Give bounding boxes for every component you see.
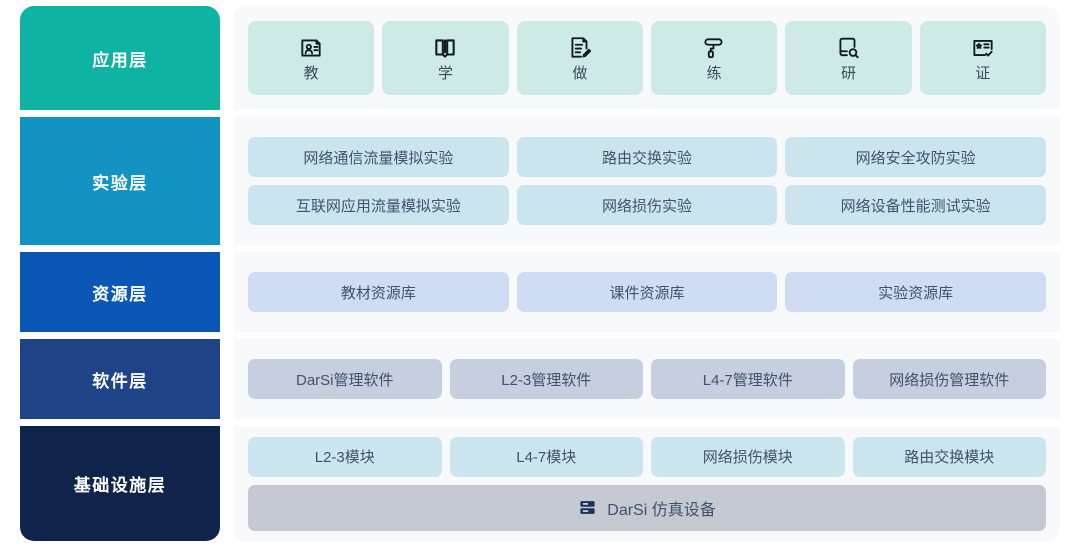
infrastructure-module-tile[interactable]: L2-3模块 bbox=[248, 436, 442, 477]
application-tile-row: 教 学 bbox=[248, 21, 1046, 95]
layer-label-resource: 资源层 bbox=[20, 252, 220, 332]
app-tile-learn[interactable]: 学 bbox=[382, 21, 509, 95]
app-tile-label: 证 bbox=[975, 65, 991, 82]
infrastructure-module-tile[interactable]: 路由交换模块 bbox=[852, 436, 1046, 477]
layer-experiment: 实验层 网络通信流量模拟实验 路由交换实验 网络安全攻防实验 互联网应用流量模拟… bbox=[20, 117, 1060, 245]
resource-tile[interactable]: 课件资源库 bbox=[516, 272, 778, 312]
server-icon bbox=[578, 498, 597, 517]
document-pencil-icon bbox=[567, 35, 593, 61]
paint-roller-icon bbox=[701, 35, 727, 61]
infrastructure-module-tile[interactable]: 网络损伤模块 bbox=[651, 436, 845, 477]
app-tile-label: 做 bbox=[572, 65, 588, 82]
resource-tile-row: 教材资源库 课件资源库 实验资源库 bbox=[248, 272, 1047, 312]
software-tile[interactable]: L4-7管理软件 bbox=[651, 359, 845, 399]
layer-infrastructure: 基础设施层 L2-3模块 L4-7模块 网络损伤模块 路由交换模块 DarSi … bbox=[20, 426, 1060, 541]
layer-body-application: 教 学 bbox=[234, 6, 1060, 110]
layer-software: 软件层 DarSi管理软件 L2-3管理软件 L4-7管理软件 网络损伤管理软件 bbox=[20, 339, 1060, 419]
software-tile-row: DarSi管理软件 L2-3管理软件 L4-7管理软件 网络损伤管理软件 bbox=[248, 359, 1046, 399]
experiment-tile[interactable]: 网络设备性能测试实验 bbox=[785, 185, 1047, 225]
layer-body-software: DarSi管理软件 L2-3管理软件 L4-7管理软件 网络损伤管理软件 bbox=[234, 339, 1060, 419]
darsi-device-bar[interactable]: DarSi 仿真设备 bbox=[248, 484, 1046, 531]
app-tile-label: 教 bbox=[303, 65, 319, 82]
layer-body-infrastructure: L2-3模块 L4-7模块 网络损伤模块 路由交换模块 DarSi 仿真设备 bbox=[234, 426, 1060, 541]
experiment-tile-row-1: 网络通信流量模拟实验 路由交换实验 网络安全攻防实验 bbox=[248, 137, 1047, 177]
infrastructure-module-row: L2-3模块 L4-7模块 网络损伤模块 路由交换模块 bbox=[248, 436, 1046, 477]
layer-label-experiment: 实验层 bbox=[20, 117, 220, 245]
app-tile-research[interactable]: 研 bbox=[785, 21, 912, 95]
teaching-card-icon bbox=[298, 35, 324, 61]
app-tile-do[interactable]: 做 bbox=[516, 21, 643, 95]
darsi-device-label: DarSi 仿真设备 bbox=[607, 501, 716, 519]
experiment-tile[interactable]: 互联网应用流量模拟实验 bbox=[248, 185, 509, 225]
layer-application: 应用层 教 bbox=[20, 6, 1060, 110]
app-tile-label: 学 bbox=[437, 65, 453, 82]
layer-label-software: 软件层 bbox=[20, 339, 220, 419]
document-search-icon bbox=[835, 35, 861, 61]
infrastructure-module-tile[interactable]: L4-7模块 bbox=[449, 436, 643, 477]
experiment-tile-row-2: 互联网应用流量模拟实验 网络损伤实验 网络设备性能测试实验 bbox=[248, 185, 1047, 225]
experiment-tile[interactable]: 路由交换实验 bbox=[516, 137, 778, 177]
software-tile[interactable]: DarSi管理软件 bbox=[248, 359, 442, 399]
certificate-check-icon bbox=[970, 35, 996, 61]
experiment-tile[interactable]: 网络损伤实验 bbox=[516, 185, 778, 225]
resource-tile[interactable]: 实验资源库 bbox=[785, 272, 1047, 312]
app-tile-teach[interactable]: 教 bbox=[248, 21, 375, 95]
layer-body-resource: 教材资源库 课件资源库 实验资源库 bbox=[234, 252, 1060, 332]
experiment-tile[interactable]: 网络安全攻防实验 bbox=[785, 137, 1047, 177]
app-tile-label: 练 bbox=[706, 65, 722, 82]
resource-tile[interactable]: 教材资源库 bbox=[248, 272, 509, 312]
layer-resource: 资源层 教材资源库 课件资源库 实验资源库 bbox=[20, 252, 1060, 332]
layer-label-infrastructure: 基础设施层 bbox=[20, 426, 220, 541]
open-book-icon bbox=[432, 35, 458, 61]
app-tile-practice[interactable]: 练 bbox=[650, 21, 778, 95]
app-tile-certify[interactable]: 证 bbox=[919, 21, 1046, 95]
app-tile-label: 研 bbox=[840, 65, 856, 82]
software-tile[interactable]: 网络损伤管理软件 bbox=[852, 359, 1046, 399]
software-tile[interactable]: L2-3管理软件 bbox=[449, 359, 643, 399]
layer-body-experiment: 网络通信流量模拟实验 路由交换实验 网络安全攻防实验 互联网应用流量模拟实验 网… bbox=[234, 117, 1060, 245]
layer-label-application: 应用层 bbox=[20, 6, 220, 110]
experiment-tile[interactable]: 网络通信流量模拟实验 bbox=[248, 137, 509, 177]
